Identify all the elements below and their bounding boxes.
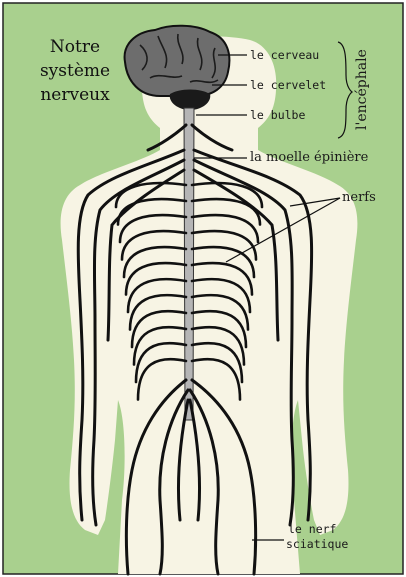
label-cervelet: le cervelet — [250, 78, 326, 92]
label-moelle: la moelle épinière — [250, 150, 368, 165]
label-cerveau: le cerveau — [250, 48, 319, 62]
title-line-3: nerveux — [30, 84, 120, 106]
label-bulbe: le bulbe — [250, 108, 305, 122]
label-nerf-sciatique-line-2: sciatique — [286, 537, 348, 551]
title-line-2: système — [30, 60, 120, 82]
label-nerf-sciatique-line-1: le nerf — [288, 522, 336, 536]
label-nerfs: nerfs — [342, 190, 376, 205]
title-line-1: Notre — [30, 36, 120, 58]
label-encephale: l'encéphale — [354, 49, 370, 130]
